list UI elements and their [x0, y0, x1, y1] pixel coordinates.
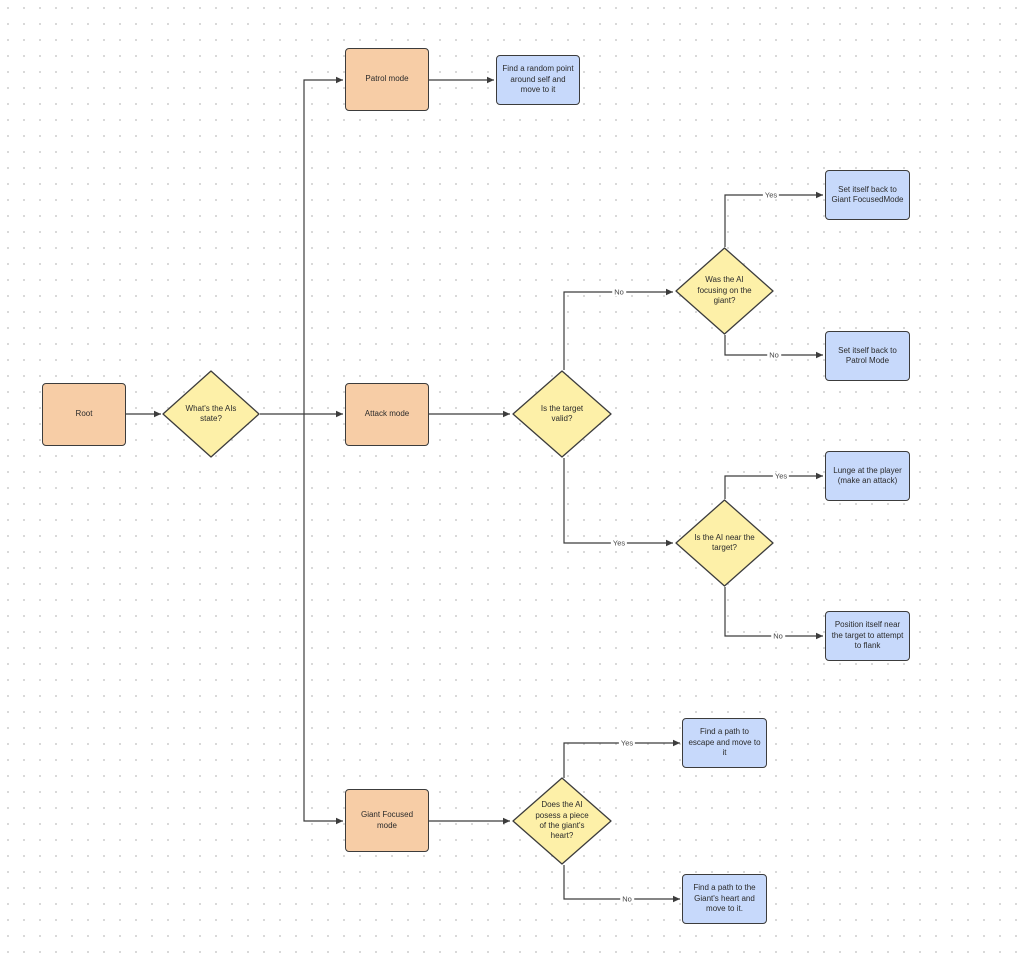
edge-label-focusing-yes: Yes [762, 190, 780, 200]
target-valid-label: Is the target valid? [540, 403, 584, 423]
edge-near-yes [724, 472, 823, 499]
target-valid-decision[interactable]: Is the target valid? [512, 370, 612, 458]
giant-focused-mode-node[interactable]: Giant Focused mode [345, 789, 429, 852]
ai-near-target-decision[interactable]: Is the AI near the target? [675, 499, 774, 587]
edge-label-near-no: No [771, 631, 785, 641]
ai-state-decision[interactable]: What's the AIs state? [162, 370, 260, 458]
escape-path-node[interactable]: Find a path to escape and move to it [682, 718, 767, 768]
root-node-label: Root [75, 409, 93, 419]
lunge-node[interactable]: Lunge at the player (make an attack) [825, 451, 910, 501]
edge-near-no [724, 587, 823, 640]
edge-label-heart-yes: Yes [618, 738, 636, 748]
focusing-giant-label: Was the AI focusing on the giant? [697, 275, 752, 306]
edge-focusing-no [724, 335, 823, 359]
possess-heart-diamond-shape [512, 777, 612, 865]
giant-focused-mode-label: Giant Focused mode [360, 810, 414, 830]
edge-label-heart-no: No [620, 894, 634, 904]
edge-label-valid-no: No [612, 287, 626, 297]
edge-state-to-patrol [260, 76, 343, 415]
lunge-label: Lunge at the player (make an attack) [833, 465, 902, 485]
heart-path-label: Find a path to the Giant's heart and mov… [693, 883, 756, 914]
root-node[interactable]: Root [42, 383, 126, 446]
position-flank-label: Position itself near the target to attem… [831, 620, 904, 651]
possess-heart-decision[interactable]: Does the AI posess a piece of the giant'… [512, 777, 612, 865]
ai-state-label: What's the AIs state? [185, 403, 237, 423]
focusing-giant-diamond-shape [675, 247, 774, 335]
edge-label-near-yes: Yes [772, 471, 790, 481]
back-patrol-node[interactable]: Set itself back to Patrol Mode [825, 331, 910, 381]
attack-mode-node[interactable]: Attack mode [345, 383, 429, 446]
edge-valid-no [563, 288, 673, 370]
focusing-giant-decision[interactable]: Was the AI focusing on the giant? [675, 247, 774, 335]
patrol-mode-label: Patrol mode [365, 74, 409, 84]
edge-valid-yes [563, 458, 673, 547]
edge-state-to-giant [303, 414, 343, 825]
back-giant-focused-label: Set itself back to Giant FocusedMode [831, 184, 904, 204]
ai-near-target-label: Is the AI near the target? [694, 532, 755, 552]
edge-heart-no [563, 865, 680, 903]
target-valid-diamond-shape [512, 370, 612, 458]
edge-label-focusing-no: No [767, 350, 781, 360]
possess-heart-label: Does the AI posess a piece of the giant'… [535, 800, 589, 841]
random-point-node[interactable]: Find a random point around self and move… [496, 55, 580, 105]
edge-focusing-yes [724, 191, 823, 247]
ai-near-target-diamond-shape [675, 499, 774, 587]
position-flank-node[interactable]: Position itself near the target to attem… [825, 611, 910, 661]
escape-path-label: Find a path to escape and move to it [688, 727, 761, 758]
attack-mode-label: Attack mode [364, 409, 410, 419]
edge-heart-yes [563, 739, 680, 778]
edge-label-valid-yes: Yes [610, 538, 628, 548]
back-giant-focused-node[interactable]: Set itself back to Giant FocusedMode [825, 170, 910, 220]
patrol-mode-node[interactable]: Patrol mode [345, 48, 429, 111]
ai-state-diamond-shape [162, 370, 260, 458]
heart-path-node[interactable]: Find a path to the Giant's heart and mov… [682, 874, 767, 924]
random-point-label: Find a random point around self and move… [502, 64, 574, 95]
back-patrol-label: Set itself back to Patrol Mode [838, 345, 897, 365]
